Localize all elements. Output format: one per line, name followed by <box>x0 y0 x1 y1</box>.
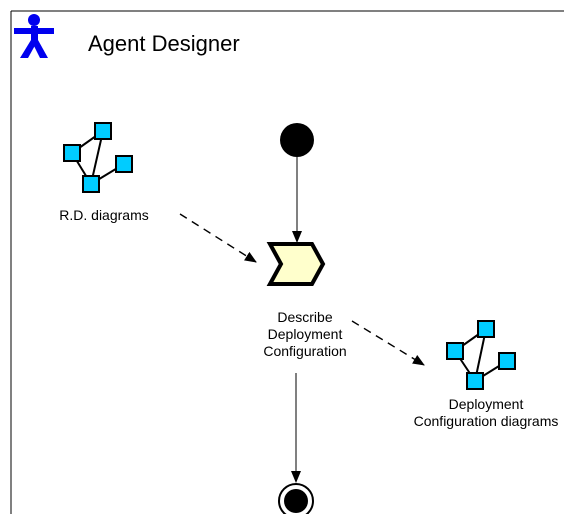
activity-label: Describe Deployment Configuration <box>230 309 380 360</box>
rd-diagrams-icon <box>63 122 133 193</box>
activity-label-line: Deployment <box>267 326 343 342</box>
activity-step-icon <box>266 242 326 286</box>
final-node-icon <box>278 483 314 514</box>
deployment-label-line: Deployment <box>448 396 524 412</box>
initial-node-icon <box>280 123 314 157</box>
swimlane-title: Agent Designer <box>88 31 240 56</box>
object-flow-rd-diagrams-to-activity <box>179 213 257 263</box>
deployment-diagrams-label: Deployment Configuration diagrams <box>396 396 564 430</box>
deployment-label-line: Configuration diagrams <box>413 413 559 429</box>
object-flow-activity-to-deployment-diagrams <box>351 320 425 366</box>
deployment-diagrams-icon <box>446 320 516 390</box>
activity-label-line: Describe <box>277 309 333 325</box>
actor-role-icon <box>14 14 54 58</box>
swimlane-frame <box>10 10 564 514</box>
activity-label-line: Configuration <box>263 343 347 359</box>
rd-diagrams-label: R.D. diagrams <box>59 207 149 223</box>
